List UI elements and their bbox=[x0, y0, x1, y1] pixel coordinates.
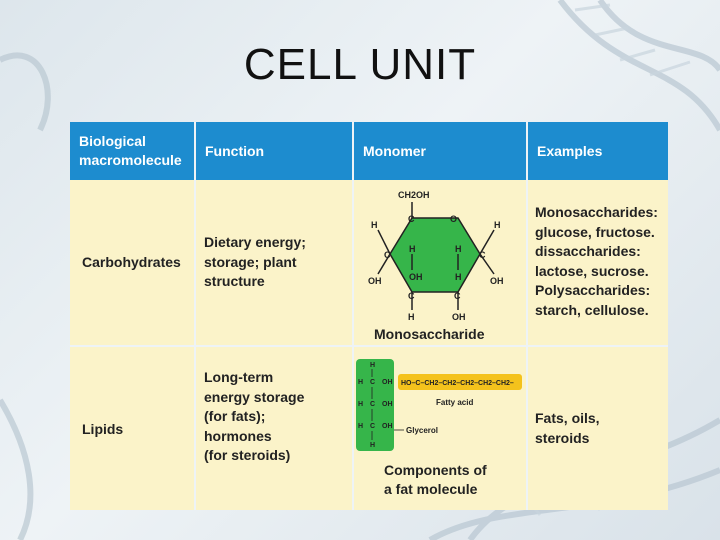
example-line: Polysaccharides: bbox=[535, 282, 651, 298]
h-label: H bbox=[358, 401, 363, 408]
example-line: steroids bbox=[535, 429, 590, 446]
function-line: (for fats); bbox=[204, 408, 266, 424]
function-line: (for steroids) bbox=[204, 447, 291, 463]
header-macromolecule: Biological macromolecule bbox=[70, 122, 194, 180]
h-label: H bbox=[408, 312, 415, 322]
example-line: Monosaccharides: bbox=[535, 204, 658, 220]
header-examples-label: Examples bbox=[537, 142, 603, 159]
oh-label: OH bbox=[382, 423, 393, 430]
h-label: H bbox=[358, 423, 363, 430]
column-divider bbox=[352, 122, 354, 510]
monomer-caption-lipids-line2: a fat molecule bbox=[384, 481, 478, 497]
h-label: H bbox=[358, 379, 363, 386]
slide-title: CELL UNIT bbox=[243, 40, 477, 89]
glycerol-block bbox=[356, 359, 394, 451]
column-divider bbox=[194, 122, 196, 510]
ring-c-label: C bbox=[408, 214, 415, 224]
oh-label: OH bbox=[382, 401, 393, 408]
h-label: H bbox=[371, 220, 378, 230]
row-carbohydrates-function: Dietary energy; storage; plant structure bbox=[204, 233, 306, 292]
h-label: H bbox=[455, 272, 462, 282]
header-function-label: Function bbox=[205, 142, 265, 159]
fatty-acid-block bbox=[398, 374, 522, 390]
row-carbohydrates-examples: Monosaccharides: glucose, fructose. diss… bbox=[535, 203, 658, 320]
fatty-chain-formula: HO–C–CH2–CH2–CH2–CH2–CH2– bbox=[401, 380, 514, 387]
example-line: lactose, sucrose. bbox=[535, 262, 649, 279]
header-examples: Examples bbox=[528, 122, 668, 180]
example-line: Fats, oils, bbox=[535, 410, 600, 426]
header-monomer-label: Monomer bbox=[363, 142, 426, 159]
ch2oh-label: CH2OH bbox=[398, 190, 430, 200]
h-label: H bbox=[455, 244, 462, 254]
oh-label: OH bbox=[368, 276, 382, 286]
monomer-caption-lipids-line1: Components of bbox=[384, 462, 487, 478]
ring-c-label: C bbox=[479, 250, 486, 260]
monosaccharide-diagram: CH2OH C O H C OH H C OH H H OH H C C H O… bbox=[368, 190, 504, 342]
ring-o-label: O bbox=[450, 214, 457, 224]
h-label: H bbox=[370, 362, 375, 369]
ring-c-label: C bbox=[384, 250, 391, 260]
function-line: storage; plant bbox=[204, 253, 297, 270]
fat-molecule-diagram: H H C OH H C OH H C OH H HO–C–CH2–CH2–CH… bbox=[356, 359, 522, 497]
function-line: Long-term bbox=[204, 369, 274, 385]
example-line: dissaccharides: bbox=[535, 243, 641, 259]
row-lipids-name: Lipids bbox=[82, 421, 124, 437]
row-lipids-examples: Fats, oils, steroids bbox=[535, 409, 600, 448]
macromolecule-table: Biological macromolecule Function Monome… bbox=[70, 122, 668, 510]
oh-label: OH bbox=[490, 276, 504, 286]
monomer-caption-carbohydrates: Monosaccharide bbox=[374, 326, 485, 342]
ring-c-label: C bbox=[370, 423, 375, 430]
function-line: structure bbox=[204, 273, 265, 289]
header-monomer: Monomer bbox=[354, 122, 526, 180]
function-line: hormones bbox=[204, 427, 272, 444]
function-line: Dietary energy; bbox=[204, 234, 306, 250]
h-label: H bbox=[494, 220, 501, 230]
header-macromolecule-label: Biological macromolecule bbox=[79, 133, 182, 168]
row-carbohydrates-name: Carbohydrates bbox=[82, 254, 181, 270]
row-lipids-function: Long-term energy storage (for fats); hor… bbox=[204, 368, 304, 466]
h-label: H bbox=[409, 244, 416, 254]
oh-label: OH bbox=[382, 379, 393, 386]
ring-c-label: C bbox=[454, 291, 461, 301]
h-label: H bbox=[370, 442, 375, 449]
fatty-acid-label: Fatty acid bbox=[436, 398, 473, 407]
ring-c-label: C bbox=[408, 291, 415, 301]
example-line: starch, cellulose. bbox=[535, 301, 649, 318]
oh-label: OH bbox=[409, 272, 423, 282]
example-line: glucose, fructose. bbox=[535, 223, 655, 240]
glycerol-label: Glycerol bbox=[406, 426, 438, 435]
column-divider bbox=[526, 122, 528, 510]
function-line: energy storage bbox=[204, 388, 305, 405]
sugar-ring bbox=[389, 217, 481, 293]
ring-c-label: C bbox=[370, 401, 375, 408]
oh-label: OH bbox=[452, 312, 466, 322]
ring-c-label: C bbox=[370, 379, 375, 386]
header-function: Function bbox=[196, 122, 352, 180]
row-divider bbox=[70, 345, 668, 347]
